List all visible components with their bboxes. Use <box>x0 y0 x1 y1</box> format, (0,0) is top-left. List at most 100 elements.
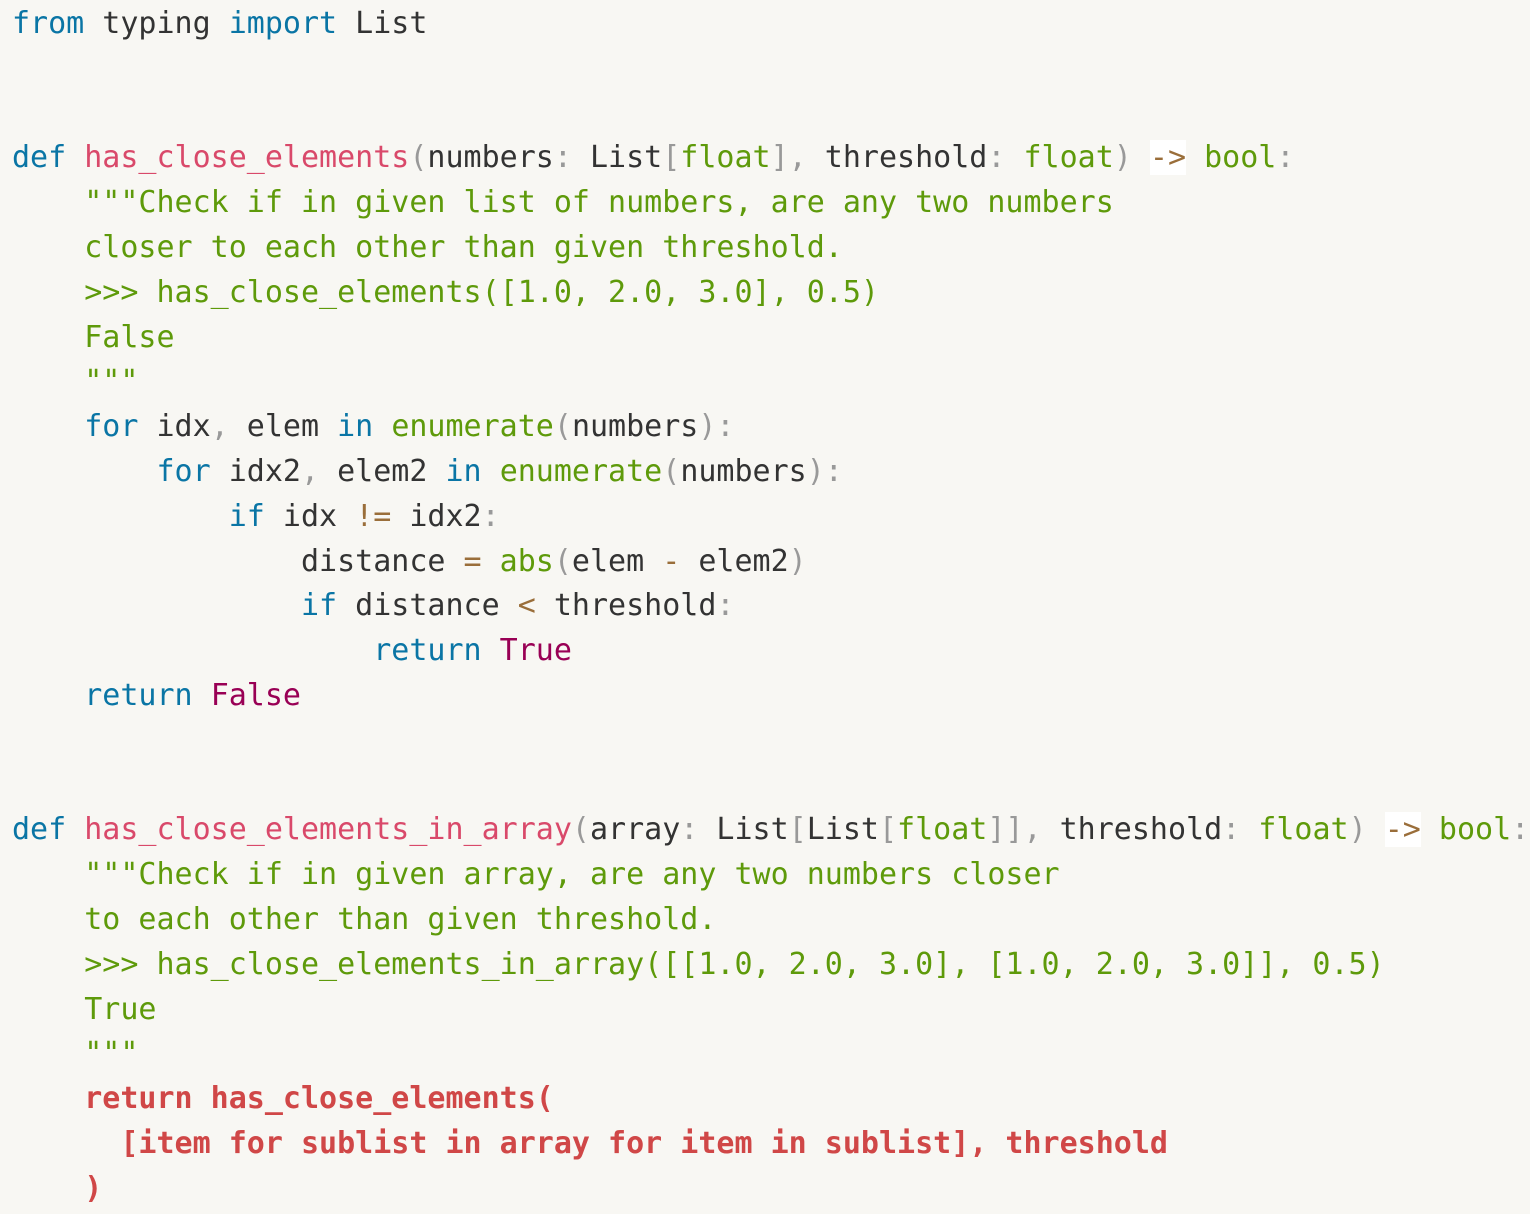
code-token: ( <box>662 453 681 489</box>
code-token: ): <box>806 453 843 489</box>
code-token: = <box>463 543 482 579</box>
code-token: : <box>680 812 699 848</box>
code-token <box>12 230 84 265</box>
code-token: in <box>445 453 482 489</box>
code-token <box>12 1081 84 1116</box>
code-token: float <box>897 812 988 848</box>
code-token: in <box>337 409 374 445</box>
code-token: ) <box>1113 140 1132 176</box>
code-token: return has_close_elements( <box>84 1081 554 1117</box>
code-token: """Check if in given list of numbers, ar… <box>84 185 1114 221</box>
code-line <box>12 47 1530 92</box>
code-token: -> <box>1149 140 1187 176</box>
code-token: distance <box>337 588 518 624</box>
code-token: False <box>84 319 175 355</box>
code-line: to each other than given threshold. <box>12 898 1530 943</box>
code-token: threshold <box>806 140 988 176</box>
code-token <box>1367 812 1385 847</box>
code-token <box>1132 140 1150 175</box>
code-line: def has_close_elements_in_array(array: L… <box>12 808 1530 853</box>
code-token: idx <box>138 409 211 445</box>
code-token: idx2 <box>391 498 482 534</box>
code-token: enumerate <box>391 409 554 445</box>
code-token: array <box>589 812 681 848</box>
code-token: threshold <box>535 588 717 624</box>
code-token: ) <box>1348 812 1367 848</box>
code-token: threshold <box>1041 812 1223 848</box>
code-token: numbers <box>427 140 554 176</box>
code-token: elem <box>571 543 663 579</box>
code-token: typing <box>84 6 229 41</box>
code-line: from typing import List <box>12 2 1530 47</box>
code-token: : <box>716 588 735 624</box>
code-token: return <box>84 677 193 713</box>
code-token: >>> has_close_elements([1.0, 2.0, 3.0], … <box>84 274 879 310</box>
code-token: : <box>1511 812 1530 848</box>
code-token: >>> has_close_elements_in_array([[1.0, 2… <box>84 946 1385 982</box>
code-token: ( <box>553 409 572 445</box>
code-token: if <box>228 498 265 534</box>
code-token: for <box>84 409 139 445</box>
code-token: has_close_elements <box>84 140 410 176</box>
code-token: def <box>12 140 67 176</box>
code-line: return True <box>12 629 1530 674</box>
code-line: return has_close_elements( <box>12 1077 1530 1122</box>
code-token <box>12 185 84 220</box>
code-token: ]], <box>987 812 1042 848</box>
code-token: List <box>337 6 428 41</box>
code-token: """ <box>84 364 139 400</box>
code-token: List <box>698 812 789 848</box>
code-line: """ <box>12 1032 1530 1077</box>
code-token: elem2 <box>680 543 789 579</box>
code-token: , <box>210 409 229 445</box>
code-line: >>> has_close_elements_in_array([[1.0, 2… <box>12 943 1530 988</box>
code-token: < <box>517 588 536 624</box>
code-token: float <box>680 140 771 176</box>
code-token: bool <box>1438 812 1512 848</box>
code-line: ) <box>12 1167 1530 1212</box>
code-token: False <box>210 677 301 713</box>
code-token <box>1005 140 1023 175</box>
code-token: ( <box>409 140 428 176</box>
code-line: for idx2, elem2 in enumerate(numbers): <box>12 450 1530 495</box>
code-line: True <box>12 988 1530 1033</box>
code-token: : <box>1222 812 1241 848</box>
code-token: ) <box>788 543 807 579</box>
code-token: List <box>571 140 663 176</box>
code-token <box>12 992 84 1027</box>
code-token: for <box>156 453 211 489</box>
code-token <box>482 454 500 489</box>
code-token: idx2 <box>210 453 301 489</box>
code-token <box>12 454 157 489</box>
code-token: float <box>1023 140 1114 176</box>
code-line: """Check if in given array, are any two … <box>12 853 1530 898</box>
code-token: : <box>481 498 500 534</box>
code-token: numbers <box>571 409 699 445</box>
code-token <box>12 857 84 892</box>
code-token: [ <box>788 812 807 848</box>
code-token <box>1186 140 1204 175</box>
code-line: if distance < threshold: <box>12 584 1530 629</box>
code-token: True <box>84 991 157 1027</box>
code-token <box>1421 812 1439 847</box>
code-token: List <box>806 812 879 848</box>
code-line <box>12 719 1530 764</box>
code-token: , <box>301 453 320 489</box>
code-token: enumerate <box>499 453 663 489</box>
code-token: ], <box>770 140 807 176</box>
code-token: - <box>662 543 681 579</box>
code-token: idx <box>264 498 356 534</box>
code-token: elem <box>228 409 338 445</box>
code-line <box>12 764 1530 809</box>
code-token: [item for sublist in array for item in s… <box>120 1125 1168 1161</box>
code-line <box>12 92 1530 137</box>
code-token: ): <box>698 409 735 445</box>
code-token <box>66 140 84 175</box>
code-token <box>12 320 84 355</box>
code-token: ( <box>553 543 572 579</box>
code-token: return <box>373 633 482 669</box>
code-token <box>12 678 84 713</box>
code-line: """ <box>12 360 1530 405</box>
code-token: from <box>12 6 85 41</box>
